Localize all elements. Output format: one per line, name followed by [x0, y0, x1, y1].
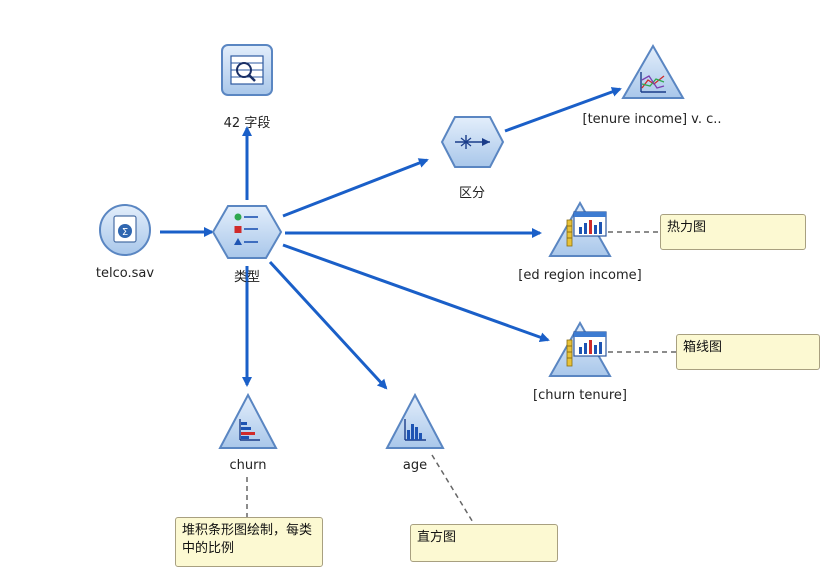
- comment-heatmap-text: 热力图: [667, 220, 707, 235]
- table-node-label: 42 字段: [223, 116, 271, 131]
- comment-boxplot[interactable]: 箱线图: [676, 334, 820, 370]
- comment-histogram-text: 直方图: [417, 530, 457, 545]
- boxplot-node-label: [churn tenure]: [533, 388, 627, 403]
- age-node[interactable]: [385, 392, 445, 449]
- comment-heatmap[interactable]: 热力图: [660, 214, 806, 250]
- partition-node[interactable]: [440, 116, 505, 168]
- type-node[interactable]: [211, 205, 283, 259]
- comment-churn[interactable]: 堆积条形图绘制，每类中的比例: [175, 517, 323, 567]
- link-type-boxplot[interactable]: [282, 243, 550, 343]
- comment-churn-text: 堆积条形图绘制，每类中的比例: [182, 523, 313, 556]
- telco-source-node[interactable]: Σ: [99, 204, 151, 256]
- churn-node[interactable]: [218, 392, 278, 449]
- heatmap-node[interactable]: [548, 200, 612, 257]
- comment-histogram[interactable]: 直方图: [410, 524, 558, 562]
- type-node-icon: [234, 213, 258, 245]
- type-node-label: 类型: [233, 270, 261, 285]
- table-output-icon: [230, 55, 264, 85]
- comment-boxplot-text: 箱线图: [683, 340, 723, 355]
- svg-text:Σ: Σ: [122, 227, 128, 238]
- comment-connectors: [246, 231, 676, 525]
- multiplot-icon: [640, 72, 666, 93]
- partition-node-label: 区分: [458, 186, 486, 201]
- link-type-partition[interactable]: [282, 158, 429, 218]
- graphboard-icon: [566, 211, 607, 247]
- distribution-icon: [239, 419, 260, 441]
- heatmap-node-label: [ed region income]: [518, 268, 642, 283]
- boxplot-node[interactable]: [548, 320, 612, 377]
- graphboard-icon: [566, 331, 607, 367]
- histogram-icon: [404, 419, 426, 441]
- plot-node-label: [tenure income] v. c..: [582, 112, 722, 127]
- age-node-label: age: [402, 458, 428, 473]
- churn-node-label: churn: [229, 458, 267, 473]
- database-source-icon: Σ: [113, 215, 137, 243]
- partition-node-icon: [455, 135, 490, 149]
- link-partition-plot[interactable]: [504, 87, 622, 133]
- table-42-node[interactable]: [221, 44, 273, 96]
- link-type-age[interactable]: [268, 260, 388, 390]
- telco-node-label: telco.sav: [95, 266, 155, 281]
- plot-tenure-income-node[interactable]: [621, 43, 685, 99]
- connections: [160, 87, 622, 390]
